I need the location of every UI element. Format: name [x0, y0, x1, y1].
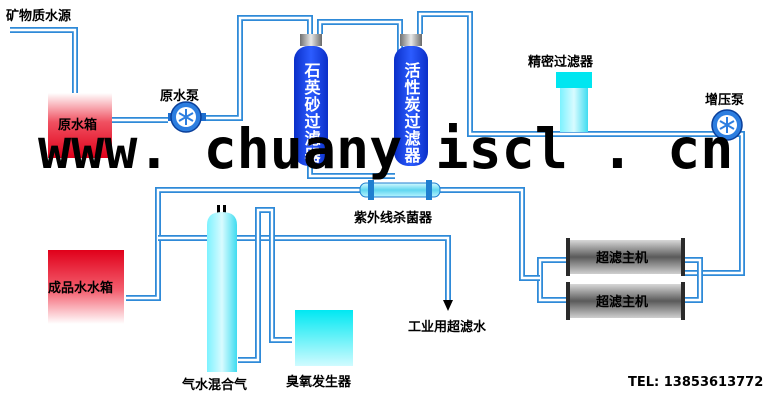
- uv-sterilizer[interactable]: [359, 180, 441, 200]
- raw-water-tank: [48, 93, 112, 158]
- precision-filter[interactable]: [556, 72, 592, 132]
- ozone-generator[interactable]: [295, 310, 353, 366]
- industrial-uf-water-label: 工业用超滤水: [408, 319, 487, 335]
- impeller-icon: [719, 117, 735, 133]
- gas-water-mixer[interactable]: [207, 205, 237, 372]
- raw-water-pump[interactable]: [168, 101, 206, 133]
- quartz-filter-label: 石英砂过滤器: [302, 62, 322, 164]
- uf-main-unit-2[interactable]: [566, 282, 685, 320]
- tel-label: TEL: 13853613772: [628, 375, 763, 390]
- precision-filter-label: 精密过滤器: [528, 54, 594, 70]
- booster-pump[interactable]: [711, 109, 743, 141]
- gas-water-mixer-label: 气水混合气: [182, 377, 247, 393]
- uf-main-1-label: 超滤主机: [596, 250, 648, 266]
- uv-sterilizer-label: 紫外线杀菌器: [354, 210, 433, 226]
- ozone-generator-label: 臭氧发生器: [286, 374, 352, 390]
- raw-pump-label: 原水泵: [160, 88, 199, 104]
- product-tank-label: 成品水水箱: [48, 280, 113, 296]
- uf-main-unit-1[interactable]: [566, 238, 685, 276]
- raw-tank-label: 原水箱: [58, 117, 97, 133]
- uf-main-2-label: 超滤主机: [596, 294, 648, 310]
- quartz-sand-filter[interactable]: [294, 34, 328, 166]
- watermark: www. chuany iscl . cn: [38, 117, 733, 181]
- impeller-icon: [178, 109, 194, 125]
- arrow-down-icon: [443, 300, 453, 311]
- source-label: 矿物质水源: [6, 8, 71, 24]
- carbon-filter-label: 活性炭过滤器: [402, 61, 422, 164]
- product-water-tank: [48, 250, 124, 324]
- booster-pump-label: 增压泵: [705, 92, 744, 108]
- activated-carbon-filter[interactable]: [394, 34, 428, 166]
- pipe-network: [10, 11, 745, 363]
